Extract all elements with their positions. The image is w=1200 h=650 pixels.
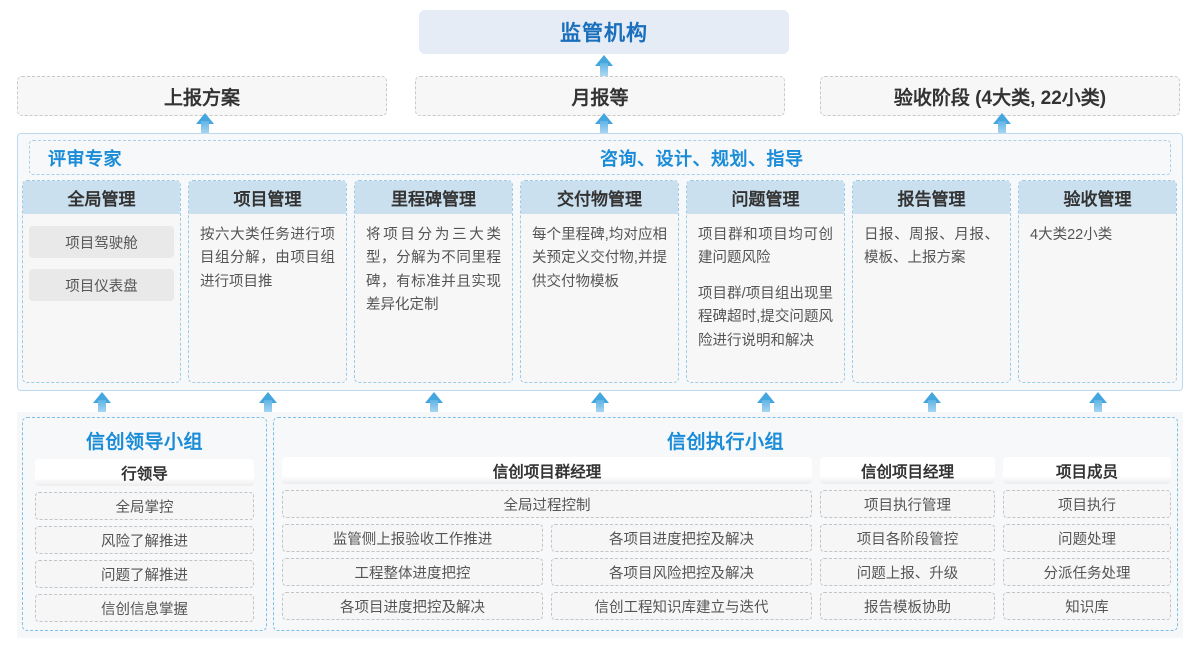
card-deliverable-management[interactable]: 交付物管理 每个里程碑,均对应相关预定义交付物,并提供交付物模板 bbox=[520, 180, 679, 383]
arrow-to-card-1 bbox=[259, 392, 277, 416]
card-header-6: 验收管理 bbox=[1019, 181, 1176, 214]
role-head-project-member: 项目成员 bbox=[1003, 457, 1171, 484]
card-issue-management[interactable]: 问题管理 项目群和项目均可创建问题风险 项目群/项目组出现里程碑超时,提交问题风… bbox=[686, 180, 845, 383]
arrow-to-card-6 bbox=[1089, 392, 1107, 416]
card-body-1: 按六大类任务进行项目组分解，由项目组进行项目推 bbox=[189, 214, 346, 294]
panel-exec-group: 信创执行小组 信创项目群经理 全局过程控制 监管侧上报验收工作推进 工程整体进度… bbox=[273, 417, 1178, 631]
arrow-mid-to-monthly bbox=[595, 113, 613, 137]
card-body-4: 项目群和项目均可创建问题风险 项目群/项目组出现里程碑超时,提交问题风险进行说明… bbox=[687, 214, 844, 353]
card-body-3: 每个里程碑,均对应相关预定义交付物,并提供交付物模板 bbox=[521, 214, 678, 294]
channel-label-0: 上报方案 bbox=[163, 87, 240, 109]
card-paragraph: 每个里程碑,均对应相关预定义交付物,并提供交付物模板 bbox=[532, 227, 667, 290]
leader-group-title: 信创领导小组 bbox=[85, 432, 203, 453]
arrow-expert-to-report-plan bbox=[196, 113, 214, 137]
arrow-to-card-4 bbox=[757, 392, 775, 416]
list-item[interactable]: 问题了解推进 bbox=[35, 560, 254, 588]
middle-band-title-bar: 评审专家 咨询、设计、规划、指导 bbox=[29, 140, 1171, 175]
channel-box-report-plan: 上报方案 bbox=[17, 76, 387, 116]
card-header-0: 全局管理 bbox=[23, 181, 180, 214]
list-item[interactable]: 问题处理 bbox=[1003, 524, 1171, 552]
card-header-1: 项目管理 bbox=[189, 181, 346, 214]
block-project-member: 项目成员 项目执行 问题处理 分派任务处理 知识库 bbox=[1003, 457, 1171, 622]
list-item[interactable]: 知识库 bbox=[1003, 592, 1171, 620]
list-item[interactable]: 各项目进度把控及解决 bbox=[551, 524, 812, 552]
block-program-manager: 信创项目群经理 全局过程控制 监管侧上报验收工作推进 工程整体进度把控 各项目进… bbox=[282, 457, 812, 622]
card-paragraph: 项目群和项目均可创建问题风险 bbox=[698, 227, 833, 267]
card-header-2: 里程碑管理 bbox=[355, 181, 512, 214]
card-pill-list-0: 项目驾驶舱 项目仪表盘 bbox=[23, 214, 180, 301]
card-paragraph: 将项目分为三大类型，分解为不同里程碑，有标准并且实现差异化定制 bbox=[366, 227, 501, 314]
card-body-6: 4大类22小类 bbox=[1019, 214, 1176, 247]
role-head-project-manager: 信创项目经理 bbox=[820, 457, 995, 484]
arrow-to-card-3 bbox=[591, 392, 609, 416]
pill-item[interactable]: 项目驾驶舱 bbox=[29, 226, 174, 258]
card-report-management[interactable]: 报告管理 日报、周报、月报、模板、上报方案 bbox=[852, 180, 1011, 383]
arrow-monthly-to-regulator bbox=[595, 55, 613, 79]
list-item[interactable]: 项目各阶段管控 bbox=[820, 524, 995, 552]
card-body-5: 日报、周报、月报、模板、上报方案 bbox=[853, 214, 1010, 271]
card-acceptance-management[interactable]: 验收管理 4大类22小类 bbox=[1018, 180, 1177, 383]
card-body-2: 将项目分为三大类型，分解为不同里程碑，有标准并且实现差异化定制 bbox=[355, 214, 512, 318]
card-project-management[interactable]: 项目管理 按六大类任务进行项目组分解，由项目组进行项目推 bbox=[188, 180, 347, 383]
card-header-5: 报告管理 bbox=[853, 181, 1010, 214]
card-paragraph: 项目群/项目组出现里程碑超时,提交问题风险进行说明和解决 bbox=[698, 285, 833, 349]
arrow-to-card-2 bbox=[425, 392, 443, 416]
card-header-3: 交付物管理 bbox=[521, 181, 678, 214]
list-item[interactable]: 信创工程知识库建立与迭代 bbox=[551, 592, 812, 620]
channel-box-acceptance: 验收阶段 (4大类, 22小类) bbox=[820, 76, 1180, 116]
block-project-manager: 信创项目经理 项目执行管理 项目各阶段管控 问题上报、升级 报告模板协助 bbox=[820, 457, 995, 622]
list-item[interactable]: 项目执行 bbox=[1003, 490, 1171, 518]
list-item[interactable]: 各项目进度把控及解决 bbox=[282, 592, 543, 620]
card-paragraph: 日报、周报、月报、模板、上报方案 bbox=[864, 227, 999, 267]
list-item[interactable]: 全局掌控 bbox=[35, 492, 254, 520]
role-head-program-manager: 信创项目群经理 bbox=[282, 457, 812, 484]
list-item[interactable]: 项目执行管理 bbox=[820, 490, 995, 518]
list-item[interactable]: 报告模板协助 bbox=[820, 592, 995, 620]
arrow-mid-to-acceptance bbox=[993, 113, 1011, 137]
list-item[interactable]: 分派任务处理 bbox=[1003, 558, 1171, 586]
card-header-4: 问题管理 bbox=[687, 181, 844, 214]
regulator-label: 监管机构 bbox=[560, 22, 648, 45]
review-expert-title: 评审专家 bbox=[48, 148, 122, 169]
exec-group-title: 信创执行小组 bbox=[666, 432, 784, 453]
regulator-box: 监管机构 bbox=[419, 10, 789, 54]
list-item[interactable]: 风险了解推进 bbox=[35, 526, 254, 554]
channel-label-2: 验收阶段 (4大类, 22小类) bbox=[893, 87, 1107, 109]
consulting-title: 咨询、设计、规划、指导 bbox=[600, 148, 804, 169]
role-head-leader: 行领导 bbox=[35, 459, 254, 486]
list-item[interactable]: 问题上报、升级 bbox=[820, 558, 995, 586]
pill-item[interactable]: 项目仪表盘 bbox=[29, 269, 174, 301]
list-item[interactable]: 信创信息掌握 bbox=[35, 594, 254, 622]
list-item[interactable]: 全局过程控制 bbox=[282, 490, 812, 518]
list-item[interactable]: 工程整体进度把控 bbox=[282, 558, 543, 586]
arrow-to-card-0 bbox=[93, 392, 111, 416]
list-item[interactable]: 各项目风险把控及解决 bbox=[551, 558, 812, 586]
list-item[interactable]: 监管侧上报验收工作推进 bbox=[282, 524, 543, 552]
card-milestone-management[interactable]: 里程碑管理 将项目分为三大类型，分解为不同里程碑，有标准并且实现差异化定制 bbox=[354, 180, 513, 383]
channel-box-monthly: 月报等 bbox=[415, 76, 785, 116]
card-paragraph: 按六大类任务进行项目组分解，由项目组进行项目推 bbox=[200, 227, 335, 290]
panel-leader-group: 信创领导小组 行领导 全局掌控 风险了解推进 问题了解推进 信创信息掌握 bbox=[22, 417, 267, 631]
arrow-to-card-5 bbox=[923, 392, 941, 416]
card-paragraph: 4大类22小类 bbox=[1030, 227, 1113, 243]
card-global-management[interactable]: 全局管理 项目驾驶舱 项目仪表盘 bbox=[22, 180, 181, 383]
channel-label-1: 月报等 bbox=[571, 87, 629, 109]
